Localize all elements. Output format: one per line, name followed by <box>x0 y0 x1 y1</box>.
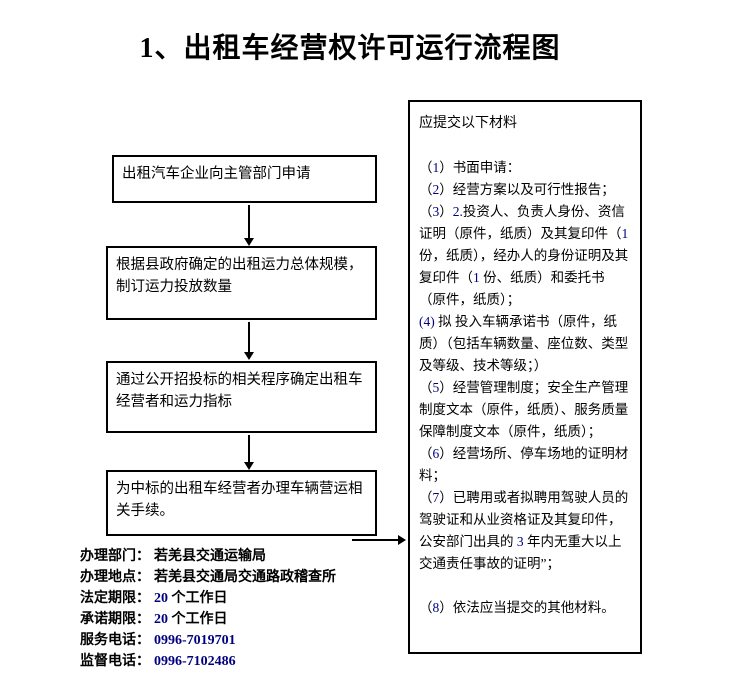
page-title: 1、出租车经营权许可运行流程图 <box>139 33 561 64</box>
info-line: 办理部门： 若羌县交通运输局 <box>80 549 336 564</box>
info-line: 监督电话： 0996-7102486 <box>80 654 336 669</box>
right-arrow-icon <box>352 535 406 545</box>
flow-box-label: 通过公开招投标的相关程序确定出租车经营者和运力指标 <box>116 372 363 410</box>
info-label: 办理地点： <box>80 570 150 585</box>
materials-heading: 应提交以下材料 <box>419 116 517 131</box>
info-value: 0996-7102486 <box>154 654 236 669</box>
flow-box-capacity-plan: 根据县政府确定的出租运力总体规模，制订运力投放数量 <box>106 246 377 320</box>
down-arrow-icon <box>244 322 254 360</box>
info-value: 20 个工作日 <box>154 612 228 627</box>
materials-item: （2）经营方案以及可行性报告； <box>419 182 615 197</box>
info-value: 若羌县交通局交通路政稽查所 <box>154 570 336 585</box>
info-label: 法定期限： <box>80 591 150 606</box>
down-arrow-icon <box>244 205 254 246</box>
down-arrow-icon <box>244 435 254 470</box>
materials-item: （5）经营管理制度；安全生产管理制度文本（原件，纸质）、服务质量保障制度文本（原… <box>419 380 629 439</box>
info-label: 服务电话： <box>80 633 150 648</box>
info-label: 监督电话： <box>80 654 150 669</box>
materials-panel: 应提交以下材料 （1）书面申请： （2）经营方案以及可行性报告； （3）2.投资… <box>408 100 642 654</box>
flow-box-apply: 出租汽车企业向主管部门申请 <box>112 155 377 203</box>
materials-item: （7）已聘用或者拟聘用驾驶人员的驾驶证和从业资格证及其复印件，公安部门出具的 3… <box>419 490 629 571</box>
info-line: 服务电话： 0996-7019701 <box>80 633 336 648</box>
info-line: 法定期限： 20 个工作日 <box>80 591 336 606</box>
info-block: 办理部门： 若羌县交通运输局 办理地点： 若羌县交通局交通路政稽查所 法定期限： 20… <box>80 549 336 675</box>
materials-item: （6）经营场所、停车场地的证明材料； <box>419 446 629 483</box>
flow-box-label: 为中标的出租车经营者办理车辆营运相关手续。 <box>116 481 363 519</box>
materials-item: （8）依法应当提交的其他材料。 <box>419 600 615 615</box>
info-value: 若羌县交通运输局 <box>154 549 266 564</box>
flow-box-bidding: 通过公开招投标的相关程序确定出租车经营者和运力指标 <box>106 361 377 433</box>
materials-item: （1）书面申请： <box>419 160 521 175</box>
flow-box-label: 根据县政府确定的出租运力总体规模，制订运力投放数量 <box>116 257 363 295</box>
info-label: 承诺期限： <box>80 612 150 627</box>
materials-item: (4) 拟 投入车辆承诺书（原件，纸质）（包括车辆数量、座位数、类型及等级、技术… <box>419 314 629 373</box>
info-value: 0996-7019701 <box>154 633 236 648</box>
materials-item: （3）2.投资人、负责人身份、资信证明（原件，纸质）及其复印件（1份，纸质），经… <box>419 204 629 307</box>
flow-box-label: 出租汽车企业向主管部门申请 <box>122 166 311 182</box>
info-line: 办理地点： 若羌县交通局交通路政稽查所 <box>80 570 336 585</box>
flow-box-formalities: 为中标的出租车经营者办理车辆营运相关手续。 <box>106 470 377 536</box>
info-line: 承诺期限： 20 个工作日 <box>80 612 336 627</box>
info-label: 办理部门： <box>80 549 150 564</box>
info-value: 20 个工作日 <box>154 591 228 606</box>
